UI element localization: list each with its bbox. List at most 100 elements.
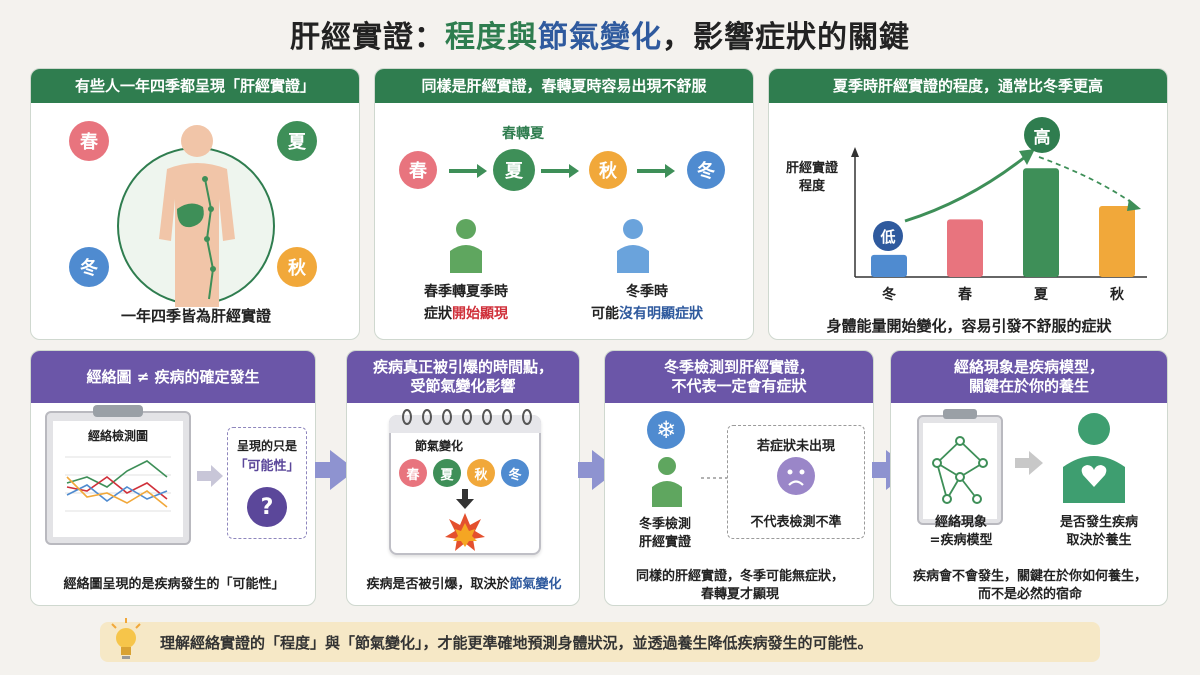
panel-degree-chart: 夏季時肝經實證的程度，通常比冬季更高 肝經實證 程度 冬 春 夏 秋 低 高 身體能量… — [768, 68, 1168, 340]
season-autumn: 秋 — [277, 247, 317, 287]
calendar-title: 節氣變化 — [414, 439, 463, 453]
possibility-box — [227, 427, 307, 539]
row-summer: 夏 — [493, 149, 535, 191]
flow-arrow-3-tail — [872, 462, 888, 478]
x-tick-2: 夏 — [1034, 286, 1049, 303]
x-tick-0: 冬 — [882, 286, 896, 303]
panel-winter-test: 冬季檢測到肝經實證，不代表一定會有症狀 ❄ 冬季檢測 肝經實證 若症狀未出現 不… — [604, 350, 874, 606]
season-spring: 春 — [69, 121, 109, 161]
title-part-2: 程度 — [445, 20, 507, 55]
heart-icon — [1081, 465, 1107, 487]
person-blue-icon — [617, 219, 649, 273]
panel4-caption: 經絡圖呈現的是疾病發生的「可能性」 — [63, 577, 285, 592]
panel2-header: 同樣是肝經實證，春轉夏時容易出現不舒服 — [375, 69, 753, 103]
panel6-caption-2: 春轉夏才顯現 — [700, 587, 779, 602]
person-green-small-icon — [652, 457, 682, 507]
question-icon: ? — [247, 487, 287, 527]
panel6-header: 冬季檢測到肝經實證，不代表一定會有症狀 — [605, 351, 873, 403]
cal-spring: 春 — [399, 459, 427, 487]
model-left-line-1: 經絡現象 — [934, 515, 987, 530]
person-heart-icon — [1063, 413, 1125, 503]
explosion-icon — [445, 489, 485, 551]
model-clipboard-clip — [943, 409, 977, 419]
row-spring: 春 — [399, 151, 437, 189]
spring-summer-caption-1: 春季轉夏季時 — [424, 284, 508, 300]
liver-icon — [177, 203, 204, 228]
rising-trend-arrow — [904, 155, 1026, 223]
panel5-header-1: 疾病真正被引爆的時間點， — [372, 358, 553, 376]
panel7-header-2: 關鍵在於你的養生 — [968, 377, 1089, 395]
panel-spring-summer: 同樣是肝經實證，春轉夏時容易出現不舒服 春轉夏 春 夏 秋 冬 春季轉夏季時 症… — [374, 68, 754, 340]
bar-0 — [871, 254, 907, 277]
no-symptom-caption: 不代表檢測不準 — [750, 515, 842, 530]
title-part-4: 節氣變化 — [538, 20, 662, 55]
falling-trend-arrow — [1038, 156, 1136, 206]
snowflake-icon: ❄ — [647, 411, 685, 449]
dashed-connector — [701, 477, 727, 479]
bar-1 — [947, 219, 983, 277]
title-part-3: 與 — [507, 20, 538, 55]
possibility-line-1: 呈現的只是 — [236, 439, 297, 453]
footer-bar: 理解經絡實證的「程度」與「節氣變化」，才能更準確地預測身體狀況，並透過養生降低疾… — [100, 622, 1100, 662]
calendar-rings — [402, 409, 532, 425]
network-model-icon — [932, 436, 988, 504]
person-green-icon — [450, 219, 482, 273]
flow-arrow-1-tail — [315, 462, 331, 478]
meridian-mini-chart — [65, 456, 171, 512]
panel5-caption: 疾病是否被引爆，取決於節氣變化 — [366, 577, 562, 592]
cal-autumn: 秋 — [467, 459, 495, 487]
spring-summer-caption-2: 症狀開始顯現 — [424, 306, 508, 322]
panel3-header: 夏季時肝經實證的程度，通常比冬季更高 — [769, 69, 1167, 103]
panel6-header-1: 冬季檢測到肝經實證， — [663, 358, 814, 376]
season-winter: 冬 — [69, 247, 109, 287]
panel-meridian-chart: 經絡圖 ≠ 疾病的確定發生 經絡檢測圖 呈現的只是 「可能性」 ? 經絡圖呈現的… — [30, 350, 316, 606]
model-left-line-2: =疾病模型 — [929, 533, 993, 548]
panel7-header-1: 經絡現象是疾病模型， — [953, 358, 1104, 376]
winter-test-line-2: 肝經實證 — [638, 535, 691, 550]
human-body-icon — [159, 125, 235, 307]
transition-label: 春轉夏 — [502, 126, 544, 142]
lightbulb-icon — [111, 618, 141, 659]
panel3-caption: 身體能量開始變化，容易引發不舒服的症狀 — [826, 317, 1112, 335]
x-tick-3: 秋 — [1110, 286, 1125, 303]
panel7-caption-2: 而不是必然的宿命 — [977, 587, 1082, 602]
x-tick-1: 春 — [957, 286, 973, 303]
winter-caption-1: 冬季時 — [626, 284, 668, 300]
panel5-header: 疾病真正被引爆的時間點，受節氣變化影響 — [347, 351, 579, 403]
season-summer: 夏 — [277, 121, 317, 161]
panel5-header-2: 受節氣變化影響 — [410, 377, 516, 395]
no-symptom-title: 若症狀未出現 — [756, 439, 835, 454]
panel6-header-2: 不代表一定會有症狀 — [671, 377, 807, 395]
meridian-chart-title: 經絡檢測圖 — [87, 429, 148, 443]
title-part-5: ，影響症狀的關鍵 — [662, 20, 910, 55]
model-grey-arrow-icon — [1015, 451, 1043, 475]
flow-arrow-2-tail — [578, 462, 594, 478]
cal-summer: 夏 — [433, 459, 461, 487]
clipboard-clip — [93, 405, 143, 417]
panel7-caption-1: 疾病會不會發生，關鍵在於你如何養生， — [912, 569, 1147, 584]
panel-solar-terms: 疾病真正被引爆的時間點，受節氣變化影響 節氣變化 春 夏 秋 冬 疾病是否被引爆… — [346, 350, 580, 606]
panel-health-model: 經絡現象是疾病模型，關鍵在於你的養生 經絡現象 =疾病模型 是否發生疾病 取決於… — [890, 350, 1168, 606]
title-part-1: 肝經實證： — [290, 20, 445, 55]
cal-winter: 冬 — [501, 459, 529, 487]
chart-ylabel-2: 程度 — [798, 179, 825, 194]
high-badge: 高 — [1024, 117, 1060, 153]
page-title: 肝經實證：程度與節氣變化，影響症狀的關鍵 — [0, 12, 1200, 56]
low-badge: 低 — [873, 221, 903, 251]
no-symptom-box — [727, 425, 865, 539]
panel6-caption-1: 同樣的肝經實證，冬季可能無症狀， — [635, 569, 844, 584]
bar-2 — [1023, 168, 1059, 277]
panel1-caption: 一年四季皆為肝經實證 — [120, 307, 271, 325]
chart-ylabel-1: 肝經實證 — [785, 161, 838, 176]
row-winter: 冬 — [687, 151, 725, 189]
panel-year-round: 有些人一年四季都呈現「肝經實證」 春 夏 冬 秋 一年四季皆為肝經實證 — [30, 68, 360, 340]
possibility-line-2: 「可能性」 — [234, 459, 300, 474]
row-autumn: 秋 — [589, 151, 627, 189]
sad-face-icon — [777, 457, 815, 495]
winter-caption-2: 可能沒有明顯症狀 — [591, 306, 703, 322]
model-right-line-2: 取決於養生 — [1066, 533, 1132, 548]
degree-bar-chart: 冬春夏秋 — [851, 147, 1147, 303]
footer-text: 理解經絡實證的「程度」與「節氣變化」，才能更準確地預測身體狀況，並透過養生降低疾… — [160, 633, 873, 652]
model-right-line-1: 是否發生疾病 — [1059, 515, 1138, 530]
bar-3 — [1099, 206, 1135, 277]
